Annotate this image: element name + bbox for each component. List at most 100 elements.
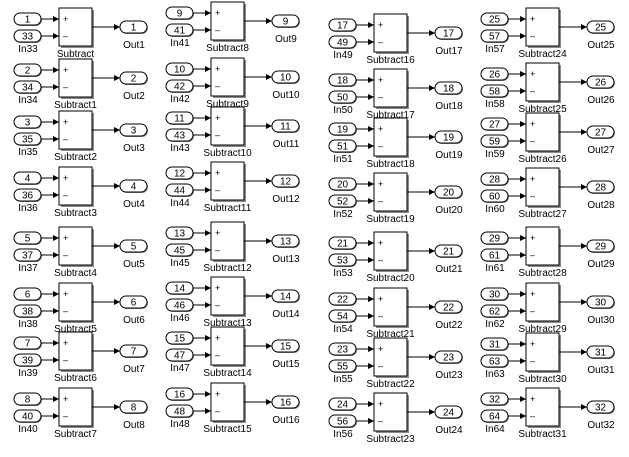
subtract-block[interactable]: +– — [210, 161, 246, 202]
inport-b[interactable]: 39 — [13, 353, 42, 367]
inport-a[interactable]: 9 — [165, 6, 194, 20]
subtract-block[interactable]: +– — [525, 332, 561, 373]
subtract-block[interactable]: +– — [210, 57, 246, 98]
outport[interactable]: 14 — [271, 289, 300, 303]
inport-b[interactable]: 52 — [328, 194, 357, 208]
inport-b[interactable]: 55 — [328, 359, 357, 373]
outport[interactable]: 12 — [271, 174, 300, 188]
inport-b[interactable]: 37 — [13, 248, 42, 262]
subtract-block[interactable]: +– — [58, 226, 94, 267]
outport[interactable]: 26 — [586, 75, 615, 89]
subtract-block[interactable]: +– — [58, 387, 94, 428]
inport-a[interactable]: 27 — [480, 117, 509, 131]
inport-b[interactable]: 64 — [480, 409, 509, 423]
inport-b[interactable]: 33 — [13, 29, 42, 43]
outport[interactable]: 25 — [586, 20, 615, 34]
subtract-block[interactable]: +– — [525, 387, 561, 428]
inport-b[interactable]: 42 — [165, 79, 194, 93]
inport-b[interactable]: 61 — [480, 248, 509, 262]
inport-a[interactable]: 25 — [480, 12, 509, 26]
subtract-block[interactable]: +– — [525, 282, 561, 323]
subtract-block[interactable]: +– — [58, 331, 94, 372]
outport[interactable]: 2 — [119, 71, 148, 85]
inport-a[interactable]: 1 — [13, 12, 42, 26]
outport[interactable]: 27 — [586, 125, 615, 139]
subtract-block[interactable]: +– — [525, 167, 561, 208]
outport[interactable]: 6 — [119, 295, 148, 309]
inport-b[interactable]: 62 — [480, 304, 509, 318]
inport-a[interactable]: 6 — [13, 287, 42, 301]
outport[interactable]: 20 — [434, 185, 463, 199]
inport-a[interactable]: 10 — [165, 62, 194, 76]
inport-a[interactable]: 26 — [480, 67, 509, 81]
inport-b[interactable]: 58 — [480, 84, 509, 98]
outport[interactable]: 31 — [586, 345, 615, 359]
inport-a[interactable]: 16 — [165, 387, 194, 401]
outport[interactable]: 29 — [586, 239, 615, 253]
inport-a[interactable]: 7 — [13, 336, 42, 350]
inport-a[interactable]: 13 — [165, 226, 194, 240]
inport-b[interactable]: 43 — [165, 128, 194, 142]
inport-a[interactable]: 14 — [165, 281, 194, 295]
outport[interactable]: 22 — [434, 300, 463, 314]
inport-b[interactable]: 53 — [328, 253, 357, 267]
inport-a[interactable]: 5 — [13, 231, 42, 245]
outport[interactable]: 3 — [119, 123, 148, 137]
inport-a[interactable]: 32 — [480, 392, 509, 406]
subtract-block[interactable]: +– — [58, 110, 94, 151]
inport-b[interactable]: 47 — [165, 348, 194, 362]
subtract-block[interactable]: +– — [210, 382, 246, 423]
subtract-block[interactable]: +– — [373, 13, 409, 54]
outport[interactable]: 8 — [119, 400, 148, 414]
inport-b[interactable]: 46 — [165, 298, 194, 312]
subtract-block[interactable]: +– — [525, 112, 561, 153]
inport-b[interactable]: 35 — [13, 132, 42, 146]
inport-b[interactable]: 49 — [328, 35, 357, 49]
inport-a[interactable]: 18 — [328, 73, 357, 87]
inport-a[interactable]: 22 — [328, 292, 357, 306]
inport-b[interactable]: 36 — [13, 188, 42, 202]
inport-a[interactable]: 31 — [480, 337, 509, 351]
outport[interactable]: 24 — [434, 405, 463, 419]
subtract-block[interactable]: +– — [373, 68, 409, 109]
inport-a[interactable]: 17 — [328, 18, 357, 32]
subtract-block[interactable]: +– — [58, 58, 94, 99]
inport-a[interactable]: 19 — [328, 122, 357, 136]
outport[interactable]: 7 — [119, 344, 148, 358]
inport-b[interactable]: 54 — [328, 309, 357, 323]
inport-b[interactable]: 50 — [328, 90, 357, 104]
inport-a[interactable]: 2 — [13, 63, 42, 77]
inport-a[interactable]: 21 — [328, 236, 357, 250]
inport-b[interactable]: 41 — [165, 23, 194, 37]
inport-a[interactable]: 4 — [13, 171, 42, 185]
outport[interactable]: 21 — [434, 244, 463, 258]
outport[interactable]: 32 — [586, 400, 615, 414]
inport-a[interactable]: 20 — [328, 177, 357, 191]
outport[interactable]: 15 — [271, 339, 300, 353]
outport[interactable]: 30 — [586, 295, 615, 309]
subtract-block[interactable]: +– — [210, 276, 246, 317]
inport-b[interactable]: 34 — [13, 80, 42, 94]
subtract-block[interactable]: +– — [58, 7, 94, 48]
subtract-block[interactable]: +– — [210, 326, 246, 367]
